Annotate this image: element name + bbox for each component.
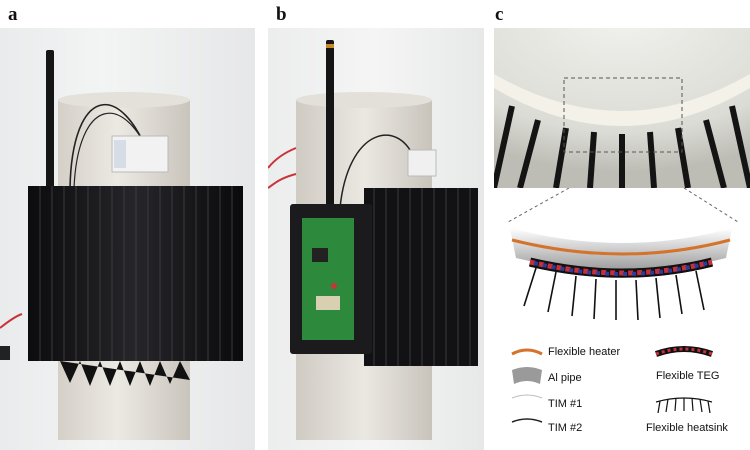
- legend-flexible-heatsink: Flexible heatsink: [646, 422, 728, 434]
- teg-array: [528, 257, 714, 278]
- panel-label-c: c: [495, 4, 504, 25]
- heatsink-legend-icon: [655, 397, 713, 414]
- legend-tim2: TIM #2: [548, 422, 583, 434]
- legend-al-pipe: Al pipe: [548, 372, 582, 384]
- al-pipe-shape: [510, 228, 732, 271]
- wireless-pcb-module: [290, 204, 372, 354]
- tim2-legend-icon: [511, 418, 543, 423]
- heatsink-fins: [523, 265, 713, 321]
- photo-heatsink-closeup: [494, 28, 750, 188]
- schematic-cross-section: [507, 188, 739, 321]
- heater-line: [511, 238, 731, 256]
- legend-flexible-teg: Flexible TEG: [656, 370, 720, 382]
- al-pipe-legend-icon: [512, 367, 542, 384]
- legend-tim1: TIM #1: [548, 398, 583, 410]
- heater-legend-icon: [511, 348, 543, 356]
- tim1-legend-icon: [511, 394, 543, 399]
- panel-label-b: b: [276, 4, 287, 25]
- teg-legend-icon: [654, 346, 714, 357]
- sensor-module: [111, 135, 169, 173]
- photo-pipe-with-heatsink-front: [0, 28, 255, 450]
- legend-flexible-heater: Flexible heater: [548, 346, 621, 358]
- panel-label-a: a: [8, 4, 18, 25]
- photo-pipe-with-heatsink-side: [268, 28, 484, 450]
